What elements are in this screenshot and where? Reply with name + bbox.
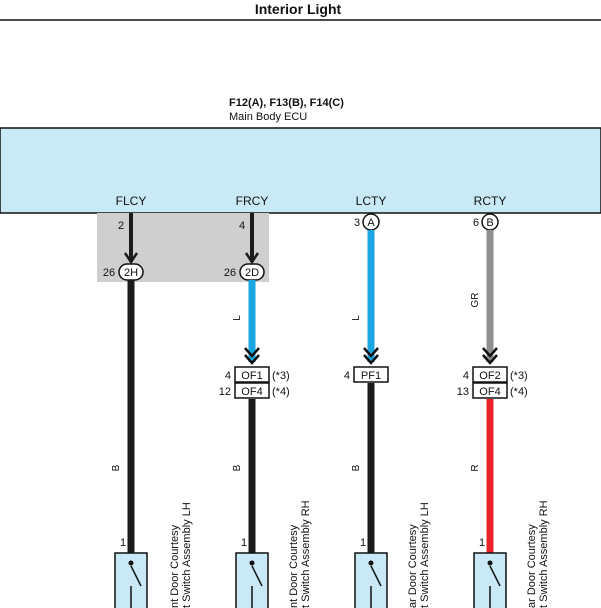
switch-lever-icon xyxy=(251,565,263,587)
inline-connector-tag: PF1 xyxy=(361,370,381,382)
circuit-frcy: FRCY 4 26 2D L OF1 4 (*3) OF4 12 (*4) B 1 nt Door Cou… xyxy=(219,194,312,608)
junction-connector-tag: 2H xyxy=(124,267,138,279)
ecu-connectors: F12(A), F13(B), F14(C) xyxy=(229,97,344,109)
switch-lever-icon xyxy=(489,565,501,587)
switch-label-line1: nt Door Courtesy xyxy=(169,524,181,608)
switch-contact-dot xyxy=(487,560,493,566)
switch-label-line2: t Switch Assembly RH xyxy=(538,500,550,608)
wire-color-label: L xyxy=(232,315,243,321)
switch-label-line1: nt Door Courtesy xyxy=(288,524,300,608)
switch-label-line1: ar Door Courtesy xyxy=(526,524,538,608)
switch-pin-number: 1 xyxy=(479,537,485,549)
switch-contact-dot xyxy=(368,560,374,566)
junction-pin-number: 26 xyxy=(224,267,236,279)
ecu-terminal-label: FLCY xyxy=(116,194,147,208)
switch-contact-dot xyxy=(249,560,255,566)
ecu-terminal-label: FRCY xyxy=(236,194,269,208)
connector-letter: B xyxy=(486,217,493,229)
inline-connector-box xyxy=(234,382,270,399)
diagram-title: Interior Light xyxy=(255,1,342,17)
inline-connector-note: (*3) xyxy=(510,370,528,382)
ecu-terminal-label: LCTY xyxy=(356,194,387,208)
connector-arrow-icon xyxy=(244,347,260,365)
wire-color-label: L xyxy=(351,315,362,321)
inline-connector-note: (*3) xyxy=(272,370,290,382)
junction-pin-number: 26 xyxy=(103,267,115,279)
switch-label-line2: t Switch Assembly RH xyxy=(300,500,312,608)
wire-color-label: B xyxy=(351,464,362,471)
switch-lever-icon xyxy=(370,565,382,587)
inline-connector-box xyxy=(353,366,389,383)
switch-pin-number: 1 xyxy=(120,537,126,549)
inline-connector-tag: OF1 xyxy=(241,370,262,382)
connector-letter: A xyxy=(367,217,375,229)
inline-connector-box xyxy=(234,366,270,383)
wire-color-label: B xyxy=(111,464,122,471)
inline-connector-pin: 12 xyxy=(219,386,231,398)
arrow-icon xyxy=(123,252,139,265)
wire-color-label: R xyxy=(470,464,481,471)
main-body-ecu-block xyxy=(0,127,601,214)
switch-lever-icon xyxy=(130,565,142,587)
switch-label-line2: t Switch Assembly LH xyxy=(181,502,193,608)
ecu-terminal-label: RCTY xyxy=(474,194,507,208)
connector-arrow-icon xyxy=(482,347,498,365)
inline-connector-tag: OF4 xyxy=(241,386,262,398)
inline-connector-pin: 4 xyxy=(344,370,350,382)
switch-pin-number: 1 xyxy=(360,537,366,549)
ecu-pin-number: 2 xyxy=(118,220,124,232)
junction-connector-tag: 2D xyxy=(245,267,259,279)
connector-arrow-icon xyxy=(363,347,379,365)
ecu-pin-number: 4 xyxy=(239,220,245,232)
inline-connector-pin: 4 xyxy=(463,370,469,382)
ecu-name: Main Body ECU xyxy=(229,111,307,123)
inline-connector-pin: 13 xyxy=(457,386,469,398)
inline-connector-box xyxy=(472,382,508,399)
inline-connector-tag: OF4 xyxy=(479,386,500,398)
inline-connector-note: (*4) xyxy=(510,386,528,398)
ecu-pin-number: 3 xyxy=(354,217,360,229)
inline-connector-box xyxy=(472,366,508,383)
arrow-icon xyxy=(244,252,260,265)
switch-label-line1: ar Door Courtesy xyxy=(407,524,419,608)
ecu-pin-number: 6 xyxy=(473,217,479,229)
wire-color-label: B xyxy=(232,464,243,471)
switch-label-line2: t Switch Assembly LH xyxy=(419,502,431,608)
wire-color-label: GR xyxy=(470,293,481,308)
inline-connector-pin: 4 xyxy=(225,370,231,382)
inline-connector-note: (*4) xyxy=(272,386,290,398)
inline-connector-tag: OF2 xyxy=(479,370,500,382)
switch-pin-number: 1 xyxy=(241,537,247,549)
switch-contact-dot xyxy=(128,560,134,566)
